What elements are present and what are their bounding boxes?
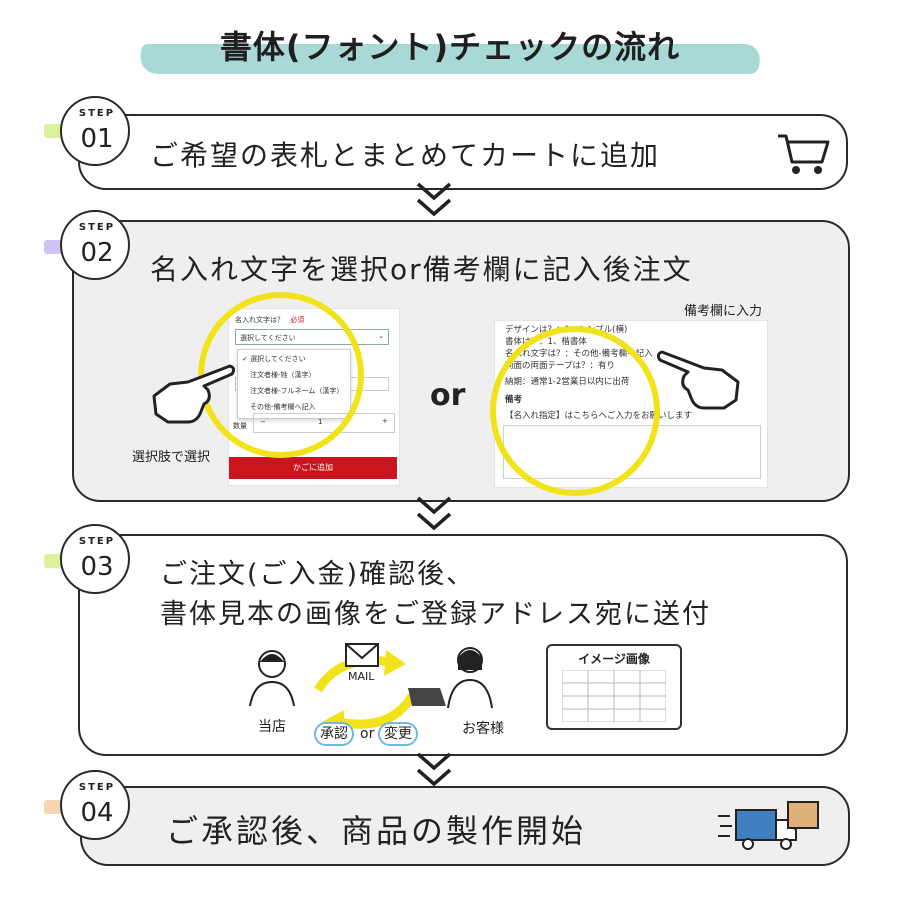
sample-image-title: イメージ画像 bbox=[578, 652, 650, 666]
step-4-number: 04 bbox=[80, 798, 114, 828]
shop-staff-icon bbox=[249, 650, 295, 707]
step-1-badge: STEP 01 bbox=[60, 96, 130, 166]
step-2-text: 名入れ文字を選択or備考欄に記入後注文 bbox=[150, 253, 693, 286]
shopping-cart-icon bbox=[778, 134, 830, 174]
highlight-ring-right bbox=[490, 326, 660, 496]
step-4-text: ご承認後、商品の製作開始 bbox=[166, 812, 587, 850]
step-4-label: STEP bbox=[78, 782, 116, 793]
chevron-down-icon bbox=[416, 496, 452, 531]
memo-caption: 備考欄に入力 bbox=[684, 304, 763, 319]
change-pill: 変更 bbox=[378, 722, 418, 746]
mail-exchange-arrows bbox=[314, 643, 416, 734]
plus-icon[interactable]: + bbox=[382, 417, 388, 425]
shop-label: 当店 bbox=[258, 719, 286, 735]
step-1-number: 01 bbox=[80, 124, 114, 154]
step-1-panel bbox=[78, 114, 848, 190]
step-3-label: STEP bbox=[78, 536, 116, 547]
step-3-panel bbox=[78, 534, 848, 756]
or-small: or bbox=[360, 726, 375, 742]
approve-pill: 承認 bbox=[314, 722, 354, 746]
chevron-down-icon bbox=[416, 182, 452, 217]
mail-label: MAIL bbox=[348, 670, 375, 683]
chevron-down-icon bbox=[416, 752, 452, 787]
pointing-hand-icon bbox=[152, 364, 236, 424]
step-3-number: 03 bbox=[80, 552, 114, 582]
step-4-panel bbox=[80, 786, 850, 866]
pointing-hand-icon bbox=[656, 350, 740, 410]
customer-label: お客様 bbox=[462, 721, 504, 737]
step-3-line-2: 書体見本の画像をご登録アドレス宛に送付 bbox=[160, 599, 711, 630]
step-1-label: STEP bbox=[78, 108, 116, 119]
add-to-cart-button[interactable]: かごに追加 bbox=[229, 457, 397, 479]
delivery-truck-icon bbox=[718, 801, 819, 850]
step-3-line-1: ご注文(ご入金)確認後、 bbox=[160, 559, 476, 590]
highlight-ring-left bbox=[198, 292, 364, 458]
step-2-label: STEP bbox=[78, 222, 116, 233]
step-3-badge: STEP 03 bbox=[60, 524, 130, 594]
chevron-down-icon: ⌄ bbox=[378, 332, 384, 340]
or-divider: or bbox=[430, 378, 466, 413]
step-2-number: 02 bbox=[80, 238, 114, 268]
font-sample-grid bbox=[562, 670, 666, 722]
step-2-badge: STEP 02 bbox=[60, 210, 130, 280]
select-caption: 選択肢で選択 bbox=[132, 450, 211, 465]
step-1-text: ご希望の表札とまとめてカートに追加 bbox=[150, 139, 661, 172]
step-4-badge: STEP 04 bbox=[60, 770, 130, 840]
sample-image-box: イメージ画像 bbox=[546, 644, 682, 730]
customer-laptop-icon bbox=[408, 647, 493, 709]
page-title: 書体(フォント)チェックの流れ bbox=[219, 28, 681, 66]
